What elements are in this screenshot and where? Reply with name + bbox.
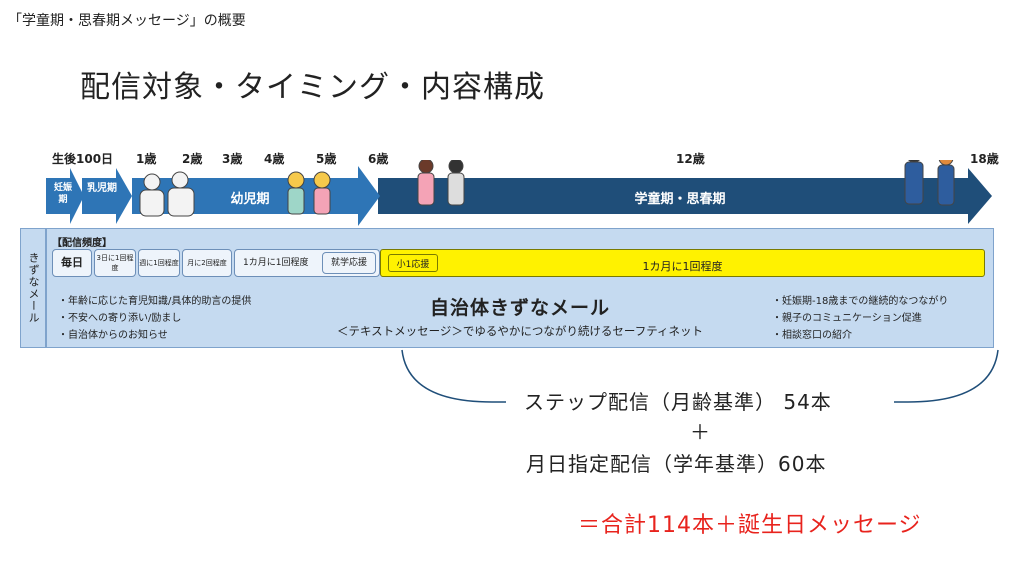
center-subtitle: ＜テキストメッセージ＞でゆるやかにつながり続けるセーフティネット <box>336 324 704 338</box>
center-title: 自治体きずなメール <box>429 297 610 319</box>
age-label-6: 6歳 <box>368 152 389 166</box>
plus-sign: ＋ <box>690 420 711 444</box>
slide-title: 配信対象・タイミング・内容構成 <box>80 70 545 105</box>
left-bullet: ・不安への寄り添い/励まし <box>58 313 182 324</box>
age-label-1: 1歳 <box>136 152 157 166</box>
total-line: ＝合計114本＋誕生日メッセージ <box>578 513 922 538</box>
date-delivery: 月日指定配信（学年基準）60本 <box>526 452 827 476</box>
right-bullet: ・妊娠期-18歳までの継続的なつながり <box>772 296 949 307</box>
left-bullet: ・自治体からのお知らせ <box>58 330 168 341</box>
school-children-figures <box>417 160 465 206</box>
age-label-3: 3歳 <box>222 152 243 166</box>
kizuna-mail-panel <box>46 228 994 348</box>
side-label: きずなメール <box>20 228 46 348</box>
left-bullet: ・年齢に応じた育児知識/具体的助言の提供 <box>58 296 252 307</box>
parent-child-figures <box>139 171 195 217</box>
age-label-12: 12歳 <box>676 152 705 166</box>
age-label-5: 5歳 <box>316 152 337 166</box>
grade1-support: 小1応援 <box>388 254 438 272</box>
infant-arrow <box>82 168 132 224</box>
school-arrow <box>378 168 992 224</box>
age-label-2: 2歳 <box>182 152 203 166</box>
header-note: 「学童期・思春期メッセージ」の概要 <box>8 13 246 29</box>
monthly-bar-label: 1カ月に1回程度 <box>642 260 723 273</box>
kindergarten-figures <box>287 171 331 215</box>
freq-school-entry: 就学応援 <box>322 252 376 274</box>
school-label: 学童期・思春期 <box>634 192 726 207</box>
freq-every-3-days: 3日に1回程度 <box>94 249 136 277</box>
toddler-label: 幼児期 <box>230 192 270 207</box>
right-bullet: ・相談窓口の紹介 <box>772 330 852 341</box>
freq-twice-monthly: 月に2回程度 <box>182 249 232 277</box>
pregnancy-arrow <box>46 168 84 224</box>
step-delivery: ステップ配信（月齢基準） 54本 <box>524 390 832 414</box>
freq-daily: 毎日 <box>52 249 92 277</box>
age-label-18: 18歳 <box>970 152 999 166</box>
timeline-arrows <box>46 160 992 226</box>
frequency-heading: 【配信頻度】 <box>52 238 112 249</box>
pregnancy-label: 妊娠期 <box>53 183 72 205</box>
teen-figures <box>904 160 955 206</box>
summary-bracket <box>401 349 999 403</box>
freq-weekly: 週に1回程度 <box>138 249 180 277</box>
right-bullet: ・親子のコミュニケーション促進 <box>772 313 922 324</box>
age-label-100days: 生後100日 <box>52 152 114 166</box>
monthly-bar <box>380 249 985 277</box>
age-label-4: 4歳 <box>264 152 285 166</box>
infant-label: 乳児期 <box>87 183 117 194</box>
